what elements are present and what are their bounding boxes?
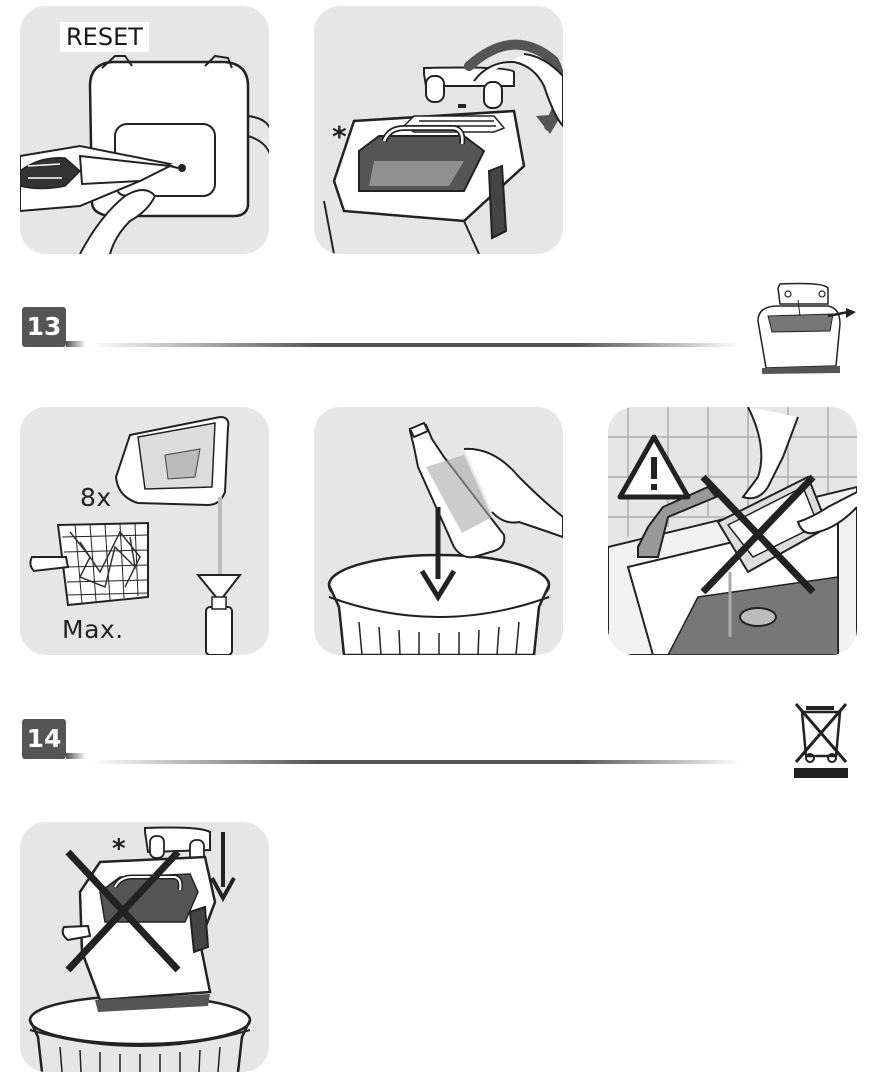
- step-number-14: 14: [22, 719, 66, 759]
- panel-no-bin: *: [20, 822, 269, 1072]
- drain-oil-illustration: [20, 407, 269, 655]
- reset-label: RESET: [60, 22, 149, 52]
- step-number-13: 13: [22, 307, 66, 347]
- count-label: 8x: [80, 483, 112, 512]
- dispose-oil-illustration: [314, 407, 563, 655]
- step-13-divider: [90, 343, 740, 347]
- fryer-remove-basket-icon: [748, 276, 858, 378]
- panel-no-sink: [608, 407, 857, 655]
- weee-crossed-bin-icon: [792, 700, 850, 780]
- asterisk-mark: *: [332, 120, 347, 153]
- no-sink-illustration: [608, 407, 857, 655]
- panel-drain-oil: 8x Max.: [20, 407, 269, 655]
- panel-dispose-oil: [314, 407, 563, 655]
- asterisk-mark: *: [112, 834, 126, 864]
- step-14-divider: [90, 760, 740, 764]
- close-lid-illustration: [314, 6, 563, 254]
- panel-reset: RESET: [20, 6, 269, 254]
- max-label: Max.: [62, 615, 124, 644]
- panel-close-lid: *: [314, 6, 563, 254]
- no-bin-illustration: [20, 822, 269, 1072]
